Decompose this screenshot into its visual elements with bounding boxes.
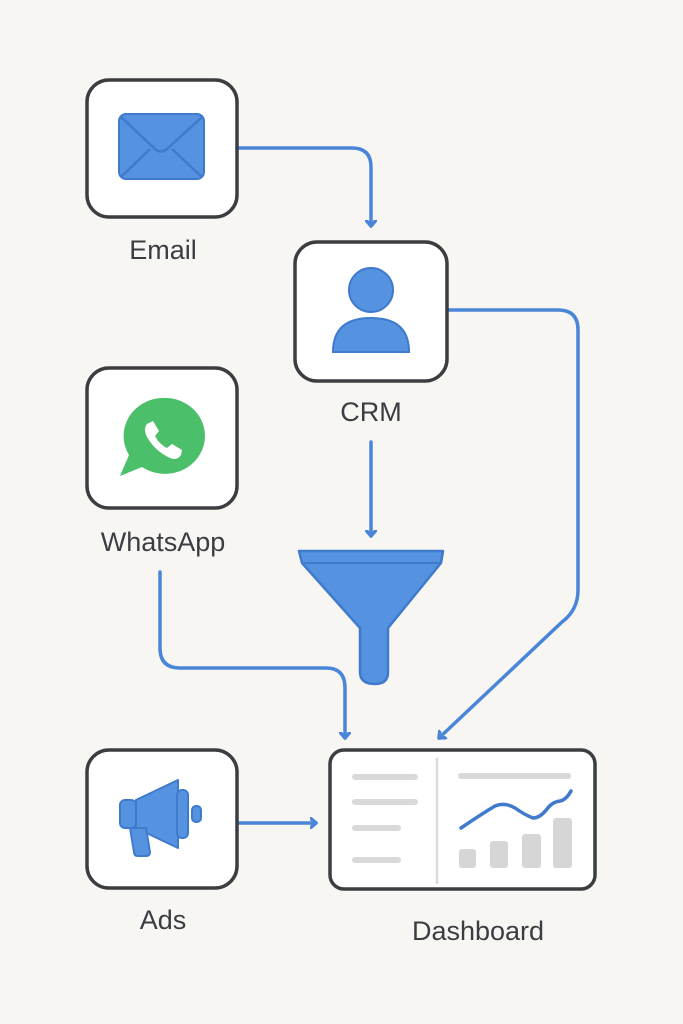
person-icon xyxy=(331,267,411,353)
node-label: Dashboard xyxy=(412,916,544,946)
megaphone-icon xyxy=(119,779,202,857)
node-crm[interactable]: CRM xyxy=(293,240,449,427)
node-email[interactable]: Email xyxy=(85,78,239,265)
edge-crm-dashboard xyxy=(437,308,580,738)
edge-whatsapp-dashboard xyxy=(158,570,345,740)
funnel-icon[interactable] xyxy=(297,549,445,686)
dashboard-chart-icon xyxy=(352,758,573,884)
node-label: Ads xyxy=(140,905,187,935)
node-dashboard[interactable]: Dashboard xyxy=(328,748,597,946)
node-label: Email xyxy=(129,235,197,265)
node-ads[interactable]: Ads xyxy=(85,748,239,935)
node-label: WhatsApp xyxy=(101,527,226,557)
whatsapp-icon xyxy=(120,397,205,476)
edge-email-crm xyxy=(235,146,371,228)
node-whatsapp[interactable]: WhatsApp xyxy=(85,366,239,557)
node-label: CRM xyxy=(340,397,402,427)
envelope-icon xyxy=(118,113,205,180)
